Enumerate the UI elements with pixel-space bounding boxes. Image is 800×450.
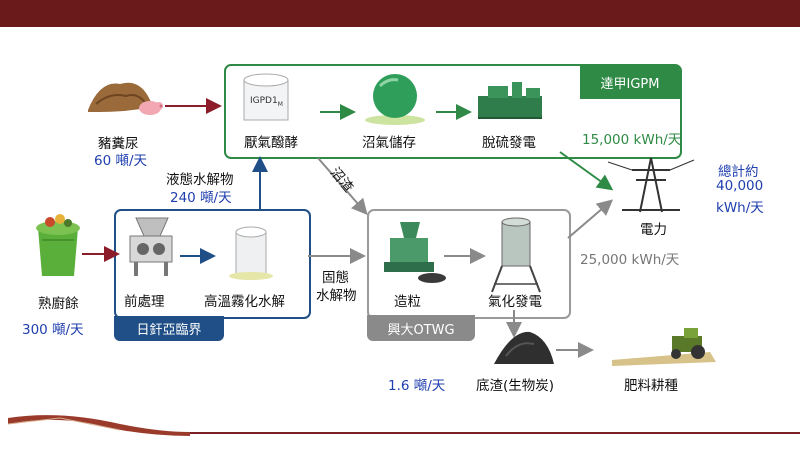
igpm-tag: 達甲IGPM — [580, 65, 680, 99]
pig-icon — [139, 101, 163, 115]
granulation-machine-icon — [384, 222, 446, 283]
otwg-tag: 興大OTWG — [367, 315, 475, 341]
biochar-pile-icon — [494, 331, 554, 364]
roof-decoration-icon — [7, 415, 190, 436]
granulation-label: 造粒 — [394, 294, 421, 310]
liquid-hydrolysate-label: 液態水解物 — [166, 172, 234, 188]
biochar-label: 底渣(生物炭) — [476, 378, 555, 394]
power-label: 電力 — [640, 222, 667, 238]
igpm-box — [224, 64, 682, 159]
bottom-divider — [190, 432, 800, 434]
kitchen-waste-label: 熟廚餘 — [38, 296, 79, 312]
pig-manure-label: 豬糞尿 — [98, 136, 139, 152]
desulfurization-label: 脫硫發電 — [482, 135, 536, 151]
power-total-value: 40,000 — [716, 178, 764, 194]
biochar-amount: 1.6 噸/天 — [388, 378, 446, 394]
top-banner — [0, 0, 800, 27]
arrow-otwg-to-power — [567, 199, 614, 239]
arrow-igpm-to-power — [559, 151, 614, 191]
fertilizer-label: 肥料耕種 — [624, 378, 678, 394]
tractor-field-icon — [612, 328, 716, 366]
pretreat-label: 前處理 — [124, 294, 165, 310]
desulfurization-generator-icon — [478, 82, 542, 119]
hydrolysis-tank-icon — [229, 226, 273, 280]
kitchen-waste-bin-icon — [36, 214, 80, 276]
gasification-tower-icon — [491, 217, 541, 293]
power-tower-icon — [607, 157, 695, 213]
kitchen-waste-amount: 300 噸/天 — [22, 322, 84, 338]
rixin-tag: 日釬亞臨界 — [114, 316, 224, 341]
anaerobic-label: 厭氣醱酵 — [244, 135, 298, 151]
biogas-storage-label: 沼氣儲存 — [362, 135, 416, 151]
pig-manure-amount: 60 噸/天 — [94, 153, 148, 169]
igpd-tank-icon — [243, 73, 289, 121]
pretreatment-machine-icon — [129, 217, 173, 276]
hydrolysis-label: 高溫霧化水解 — [204, 294, 285, 310]
igpm-output-kwh: 15,000 kWh/天 — [582, 132, 682, 148]
power-total-unit: kWh/天 — [716, 200, 764, 216]
gasification-label: 氣化發電 — [488, 294, 542, 310]
otwg-output-kwh: 25,000 kWh/天 — [580, 252, 680, 268]
tank-label: IGPD1M — [250, 96, 283, 108]
power-total-title: 總計約 — [718, 164, 759, 180]
biogas-storage-sphere-icon — [365, 74, 425, 125]
liquid-hydrolysate-amount: 240 噸/天 — [170, 190, 232, 206]
solid-hydrolysate-line1: 固態 — [322, 270, 349, 286]
solid-hydrolysate-line2: 水解物 — [316, 288, 357, 304]
manure-pile-icon — [88, 82, 152, 112]
arrow-residue-to-otwg — [317, 157, 368, 216]
